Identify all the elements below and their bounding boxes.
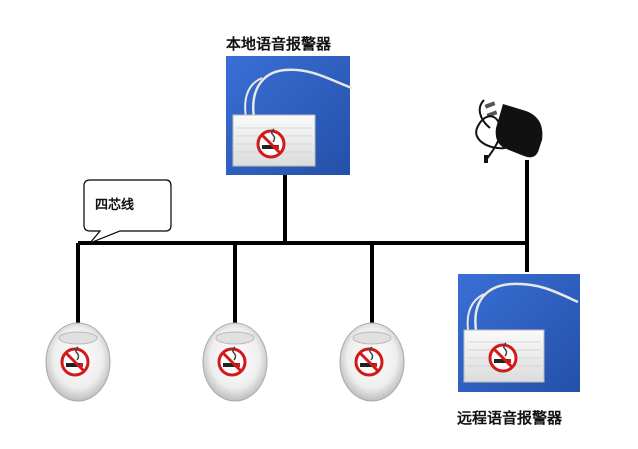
smoke-detector-3 (339, 322, 405, 402)
local-alarm-label: 本地语音报警器 (226, 35, 332, 53)
no-smoking-icon (60, 345, 90, 377)
no-smoking-icon (354, 345, 384, 377)
no-smoking-icon (488, 341, 518, 373)
wire-network (76, 160, 529, 330)
wire-label-bubble (83, 179, 172, 244)
local-alarm-device (226, 56, 353, 175)
no-smoking-icon (256, 127, 286, 159)
no-smoking-icon (217, 345, 247, 377)
smoke-detector-2 (202, 322, 268, 402)
remote-alarm-label: 远程语音报警器 (457, 409, 563, 427)
remote-alarm-device (458, 274, 580, 392)
smoke-detector-1 (45, 322, 111, 402)
power-adapter-icon (475, 99, 543, 163)
wire-label: 四芯线 (95, 198, 135, 213)
